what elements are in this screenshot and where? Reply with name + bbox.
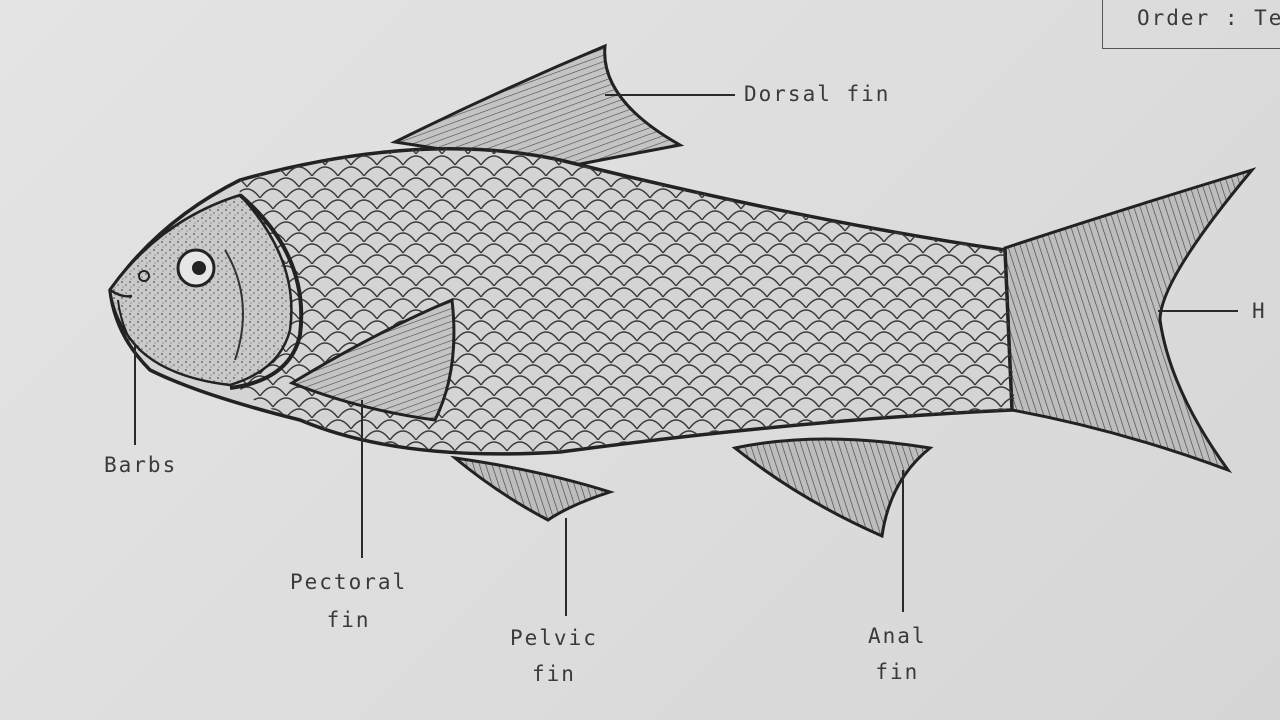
anal-line-1: Anal [868, 624, 927, 648]
barbs-label: Barbs [104, 453, 178, 477]
pelvic-fin-label: Pelvic fin [510, 624, 598, 688]
pupil [192, 261, 206, 275]
body-scales [235, 148, 1015, 452]
anal-line-2: fin [875, 660, 920, 684]
caudal-fin [1003, 167, 1257, 474]
order-text: Order : Te [1137, 6, 1280, 30]
fish-head [108, 193, 293, 387]
pelvic-fin [449, 455, 615, 522]
anal-fin-label: Anal fin [868, 622, 927, 686]
barb [117, 299, 131, 341]
pectoral-fin-label: Pectoral fin [290, 568, 407, 634]
pelvic-line-1: Pelvic [510, 626, 598, 650]
tail-label: H [1252, 299, 1267, 323]
gill-line [224, 249, 244, 361]
mouth [109, 288, 133, 298]
nostril [138, 270, 150, 282]
gill-cover [229, 193, 304, 390]
anal-fin [731, 437, 934, 539]
pectoral-line-2: fin [326, 608, 371, 632]
dorsal-fin-label: Dorsal fin [744, 82, 891, 106]
pectoral-line-1: Pectoral [290, 570, 408, 594]
pelvic-line-2: fin [531, 662, 576, 686]
order-box: Order : Te [1102, 0, 1280, 49]
